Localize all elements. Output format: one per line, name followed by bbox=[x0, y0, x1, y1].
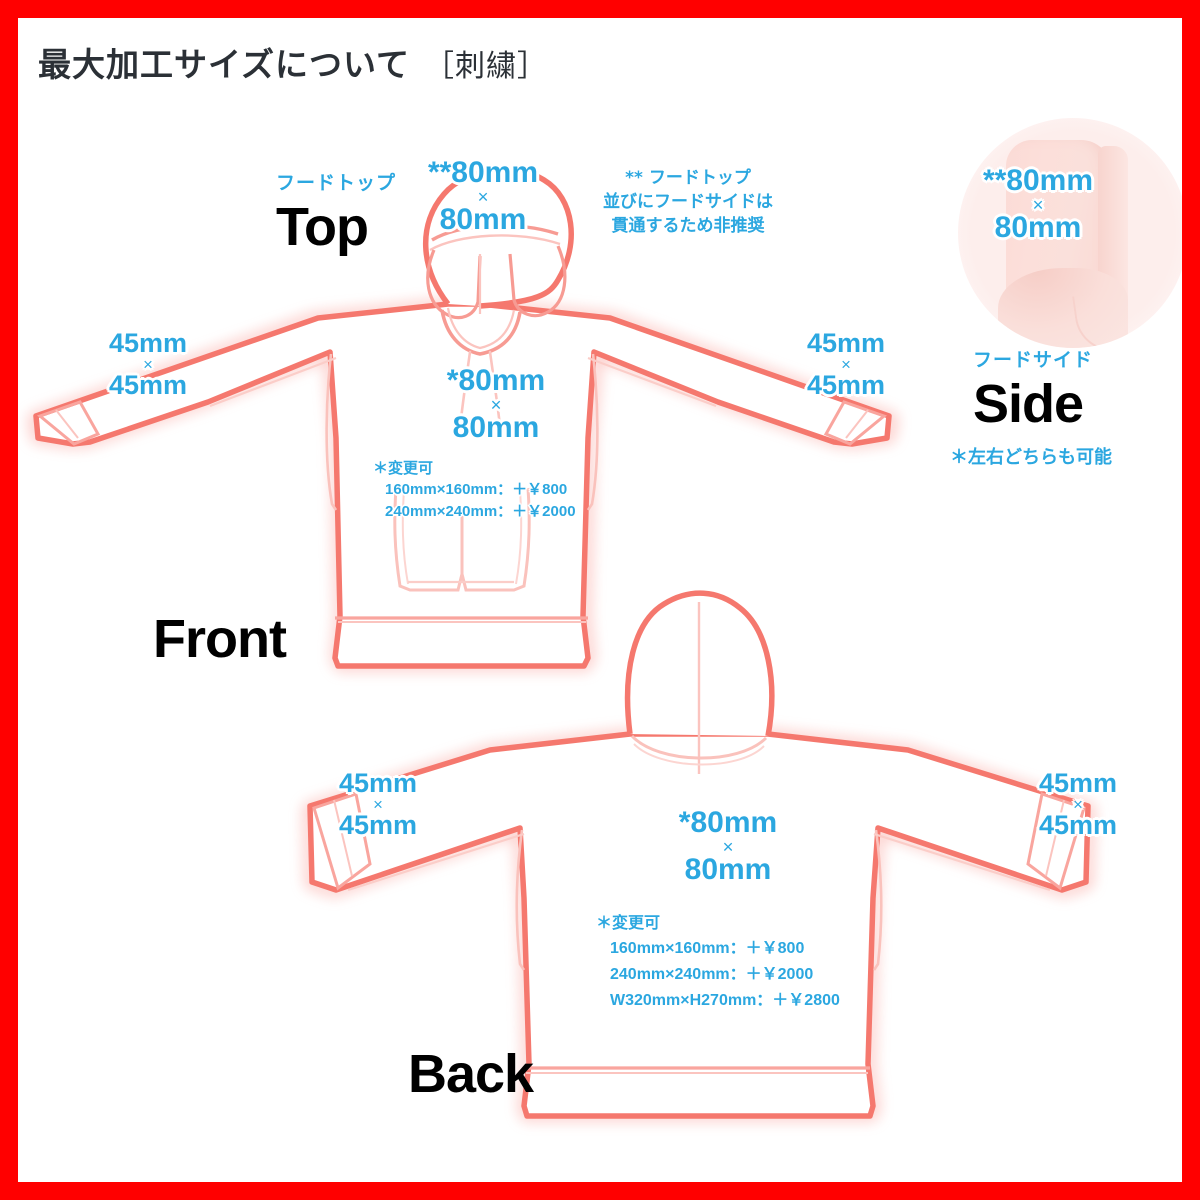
back-right-cuff-line bbox=[1045, 799, 1065, 877]
top-view-kana-label: フードトップ bbox=[276, 172, 397, 194]
back-options-note: ＊変更可 160mm×160mm：＋￥800 240mm×240mm：＋￥200… bbox=[596, 910, 840, 1014]
front-right-sleeve-line1: 45mm bbox=[806, 328, 886, 358]
poster-frame: 最大加工サイズについて ［刺繍］ bbox=[18, 18, 1182, 1182]
front-right-cuff-line bbox=[845, 409, 869, 439]
side-size-badge: **80mm × 80mm bbox=[973, 164, 1103, 245]
back-option-3: W320mm×H270mm：＋￥2800 bbox=[610, 991, 840, 1009]
hood-side-photo-fold bbox=[998, 268, 1128, 348]
front-collar bbox=[440, 309, 522, 356]
back-right-sleeve-line1: 45mm bbox=[1038, 768, 1118, 798]
front-hoodie-illustration bbox=[28, 166, 898, 671]
front-chest-size-line1: *80mm bbox=[446, 364, 546, 397]
page-title-bracket: ［刺繍］ bbox=[424, 49, 549, 84]
back-left-sleeve-seam bbox=[347, 832, 525, 892]
back-hood-neck bbox=[630, 734, 768, 760]
front-drawstring-left bbox=[458, 350, 472, 430]
front-hood-right-lobe bbox=[508, 245, 567, 318]
front-options-note: ＊変更可 160mm×160mm：＋￥800 240mm×240mm：＋￥200… bbox=[373, 458, 576, 522]
front-left-seam bbox=[325, 353, 338, 511]
back-hood-neck-inner bbox=[633, 743, 765, 766]
hood-side-photo bbox=[958, 118, 1182, 348]
front-left-sleeve-line1: 45mm bbox=[108, 328, 188, 358]
top-view-label: Top bbox=[276, 197, 369, 257]
front-pocket-right-inner bbox=[515, 489, 523, 585]
back-right-sleeve-seam bbox=[873, 832, 1051, 892]
back-right-seam bbox=[872, 829, 883, 971]
front-option-2: 240mm×240mm：＋￥2000 bbox=[385, 502, 576, 520]
front-hood-top-band2 bbox=[429, 234, 561, 252]
side-view-label: Side bbox=[973, 374, 1084, 434]
back-view-label: Back bbox=[408, 1044, 534, 1104]
back-hoodie-illustration bbox=[303, 590, 1095, 1121]
side-size-line1: **80mm bbox=[982, 164, 1094, 197]
back-option-1: 160mm×160mm：＋￥800 bbox=[610, 939, 805, 957]
front-chest-size-line2: 80mm bbox=[452, 411, 540, 445]
side-size-line2: 80mm bbox=[994, 211, 1082, 245]
back-left-seam bbox=[515, 829, 526, 971]
back-left-cuff bbox=[312, 792, 372, 891]
front-right-seam bbox=[586, 353, 599, 511]
front-left-sleeve-x: × bbox=[143, 354, 153, 374]
back-option-2: 240mm×240mm：＋￥2000 bbox=[610, 965, 814, 983]
front-right-sleeve-line2: 45mm bbox=[806, 370, 886, 401]
front-right-sleeve-x: × bbox=[841, 354, 851, 374]
side-size-x: × bbox=[1032, 193, 1044, 215]
front-left-sleeve-seam bbox=[209, 356, 337, 408]
top-warning-line1: ** フードトップ bbox=[625, 168, 751, 188]
top-view-warning-note: ** フードトップ 並びにフードサイドは 貫通するため非推奨 bbox=[578, 166, 798, 238]
front-hood-top-band bbox=[431, 223, 559, 242]
front-left-cuff-line bbox=[55, 409, 79, 439]
front-option-1: 160mm×160mm：＋￥800 bbox=[385, 481, 568, 499]
back-options-heading: ＊変更可 bbox=[596, 913, 661, 932]
back-left-sleeve-x: × bbox=[373, 794, 383, 814]
back-left-sleeve-line2: 45mm bbox=[338, 810, 418, 841]
front-right-sleeve-size-badge: 45mm × 45mm bbox=[796, 328, 896, 401]
back-chest-size-line2: 80mm bbox=[684, 853, 772, 887]
front-right-sleeve-seam bbox=[587, 356, 717, 408]
back-right-sleeve-line2: 45mm bbox=[1038, 810, 1118, 841]
front-hood-left-lobe bbox=[426, 249, 482, 320]
side-view-kana-label: フードサイド bbox=[973, 349, 1094, 371]
front-options-heading: ＊変更可 bbox=[373, 459, 434, 477]
top-warning-line2: 並びにフードサイドは bbox=[603, 192, 773, 213]
front-left-sleeve-line2: 45mm bbox=[108, 370, 188, 401]
front-right-cuff bbox=[823, 400, 888, 446]
page-title-main: 最大加工サイズについて bbox=[38, 45, 411, 84]
back-left-sleeve-line1: 45mm bbox=[338, 768, 418, 798]
top-size-x: × bbox=[477, 185, 489, 207]
back-chest-size-badge: *80mm × 80mm bbox=[668, 806, 788, 887]
top-size-line1: **80mm bbox=[427, 156, 539, 189]
back-body-outline bbox=[307, 731, 1091, 1119]
front-chest-size-x: × bbox=[490, 393, 502, 415]
front-pocket-right bbox=[460, 487, 531, 592]
front-hood-outline bbox=[423, 166, 574, 309]
front-view-label: Front bbox=[153, 609, 287, 669]
page-title: 最大加工サイズについて ［刺繍］ bbox=[38, 38, 548, 86]
top-size-badge: **80mm × 80mm bbox=[418, 156, 548, 237]
back-left-sleeve-size-badge: 45mm × 45mm bbox=[328, 768, 428, 841]
back-left-cuff-line bbox=[333, 799, 353, 877]
front-pocket-left-inner bbox=[401, 489, 409, 585]
back-right-cuff bbox=[1026, 792, 1086, 891]
back-right-sleeve-x: × bbox=[1073, 794, 1083, 814]
top-size-line2: 80mm bbox=[439, 203, 527, 237]
front-chest-size-badge: *80mm × 80mm bbox=[436, 364, 556, 445]
front-drawstring-right bbox=[488, 350, 502, 428]
front-pocket-left bbox=[393, 487, 464, 592]
garment-illustrations bbox=[28, 166, 1095, 1121]
front-collar-inner bbox=[446, 307, 516, 350]
back-chest-size-line1: *80mm bbox=[678, 806, 778, 839]
front-left-cuff bbox=[36, 400, 101, 446]
back-right-sleeve-size-badge: 45mm × 45mm bbox=[1028, 768, 1128, 841]
back-chest-size-x: × bbox=[722, 835, 734, 857]
front-left-sleeve-size-badge: 45mm × 45mm bbox=[98, 328, 198, 401]
side-view-sub-note: ＊左右どちらも可能 bbox=[950, 447, 1112, 468]
top-warning-line3: 貫通するため非推奨 bbox=[611, 216, 765, 237]
